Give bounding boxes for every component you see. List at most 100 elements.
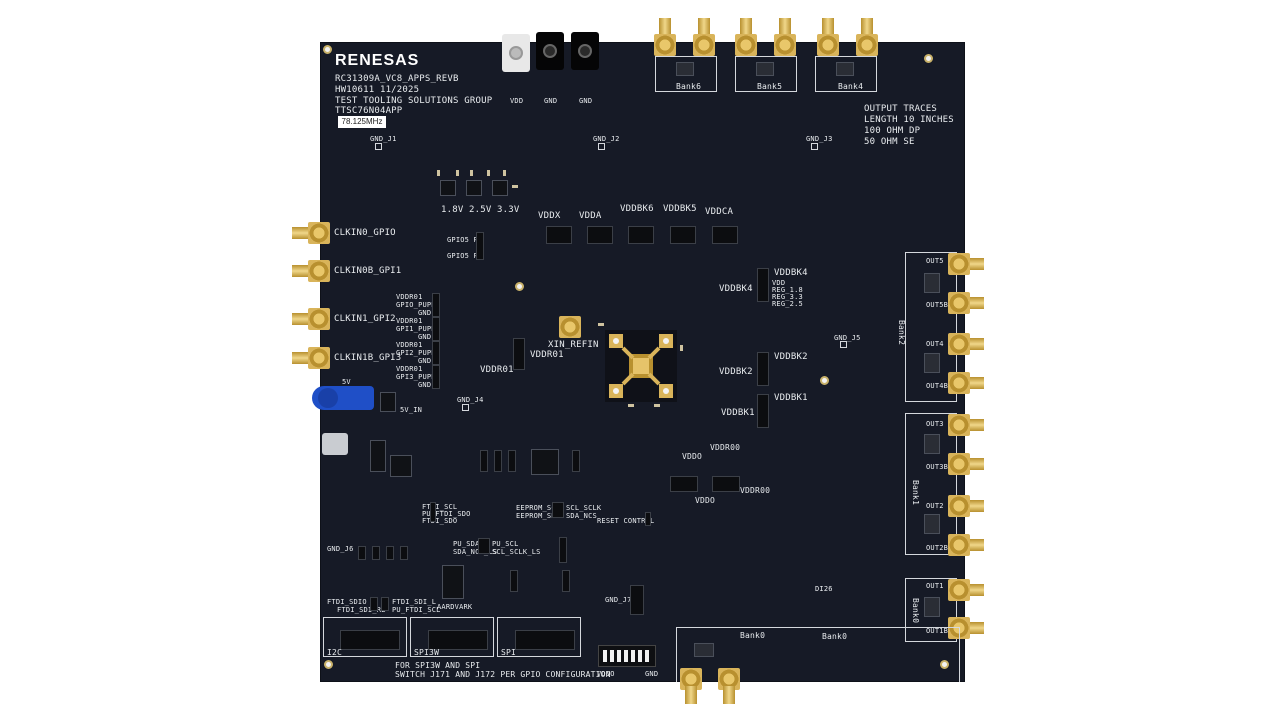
vddbk-label: VDDBK4 (774, 268, 808, 278)
sma-connector (966, 297, 984, 309)
gnd-test-label: GND_J7 (605, 596, 632, 604)
smd-component (456, 170, 459, 176)
i2c-label: EEPROM_SCL (516, 504, 561, 512)
sma-connector (292, 265, 310, 277)
clkin-label: CLKIN0_GPIO (334, 228, 396, 238)
clkin-label: CLKIN0B_GPI1 (334, 266, 402, 276)
mounting-hole (820, 376, 829, 385)
5v-power-connector (312, 386, 374, 410)
ftdi-label: FTDI_SDI_RL (337, 606, 386, 614)
i2c-pu-label: PU_SDA (453, 540, 480, 548)
reg-label: VDD (772, 279, 786, 287)
5v-in-label: 5V_IN (400, 406, 423, 414)
gnd-test-label: GND_J4 (457, 396, 484, 404)
pin-header (372, 546, 380, 560)
sma-connector (817, 34, 839, 56)
pin-header (478, 538, 490, 554)
gnd-jack (536, 32, 564, 70)
test-point (598, 143, 605, 150)
clkin-label: CLKIN1B_GPI3 (334, 353, 402, 363)
ftdi-label: PU_FTDI_SDO (422, 510, 471, 518)
footer-note: FOR SPI3W AND SPI (395, 661, 481, 670)
gnd-jack-label: GND (579, 97, 593, 105)
reg-label: REG_3.3 (772, 293, 803, 301)
vddr-label: VDDR00 (710, 443, 741, 452)
gpio5-pu-label: GPIO5 PU (447, 236, 483, 244)
smd-component (437, 170, 440, 176)
bank-label: Bank1 (911, 480, 920, 506)
vdd-group-label: VDDBK5 (663, 204, 697, 214)
ftdi-label: FTDI_SDO (422, 517, 458, 525)
sma-connector (308, 308, 330, 330)
i2c-pu-label: PU_SCL (492, 540, 519, 548)
sma-connector (966, 338, 984, 350)
bank-outline (735, 56, 797, 92)
smd-component (598, 323, 604, 326)
pin-header (552, 502, 564, 518)
bank-outline (655, 56, 717, 92)
output-header (924, 273, 940, 293)
sma-connector (948, 453, 970, 475)
vddr-label: VDDR00 (740, 486, 771, 495)
regulator (492, 180, 508, 196)
sma-connector (698, 18, 710, 36)
aardvark-header (442, 565, 464, 599)
sma-connector (948, 292, 970, 314)
sma-connector (966, 622, 984, 634)
pin-header (432, 317, 440, 341)
dip-switch (598, 645, 656, 667)
pin-header (386, 546, 394, 560)
pin-header (370, 597, 378, 611)
gpio-label: GPI3_PUPD (396, 373, 436, 381)
sma-connector (966, 258, 984, 270)
di26-label: DI26 (815, 585, 833, 593)
regulator (440, 180, 456, 196)
i2c-label: EEPROM_SDA (516, 512, 561, 520)
5v-label: 5V (342, 378, 351, 386)
protocol-label: SPI (501, 648, 517, 657)
vdd-group-label: VDDCA (705, 207, 734, 217)
out-label: OUT4 (926, 340, 944, 348)
gnd-test-label: GND_J3 (806, 135, 833, 143)
jumper-header (757, 394, 769, 428)
pin-header (358, 546, 366, 560)
jumper-header (670, 226, 696, 244)
gpio-label: VDDR01 (396, 341, 423, 349)
sma-connector (680, 668, 702, 690)
sma-connector (856, 34, 878, 56)
xin-sma-connector (559, 316, 581, 338)
sma-connector (735, 34, 757, 56)
vdd-jack (502, 34, 530, 72)
out-label: OUT5 (926, 257, 944, 265)
gpio-label: GPIO_PUPD (396, 301, 436, 309)
gnd-jack-label: GND (544, 97, 558, 105)
pin-header (432, 365, 440, 389)
pin-header (381, 597, 389, 611)
gpio5-pd-label: GPIO5 PD (447, 252, 483, 260)
i2c-label: SCL_SCLK (566, 504, 602, 512)
mounting-hole (323, 45, 332, 54)
board-group: TEST TOOLING SOLUTIONS GROUP (335, 96, 493, 106)
out-label: OUT2B (926, 544, 949, 552)
switch (380, 392, 396, 412)
bank-label: Bank0 (911, 598, 920, 624)
test-point (811, 143, 818, 150)
jumper-header (757, 352, 769, 386)
vddbk-label-left: VDDBK4 (719, 284, 753, 294)
vddbk-label: VDDBK1 (774, 393, 808, 403)
jumper-header (628, 226, 654, 244)
output-header (924, 353, 940, 373)
out-label: OUT3B (926, 463, 949, 471)
vddo-label: VDDO (682, 452, 703, 461)
sma-connector (966, 377, 984, 389)
sma-connector (774, 34, 796, 56)
sma-connector (948, 579, 970, 601)
i2c-pu-label: SCL_SCLK_LS (492, 548, 541, 556)
jumper-header (587, 226, 613, 244)
output-header (694, 643, 714, 657)
bank-label: Bank5 (757, 82, 783, 91)
sma-connector (718, 668, 740, 690)
bank-label: Bank6 (676, 82, 702, 91)
protocol-label: I2C (327, 648, 343, 657)
